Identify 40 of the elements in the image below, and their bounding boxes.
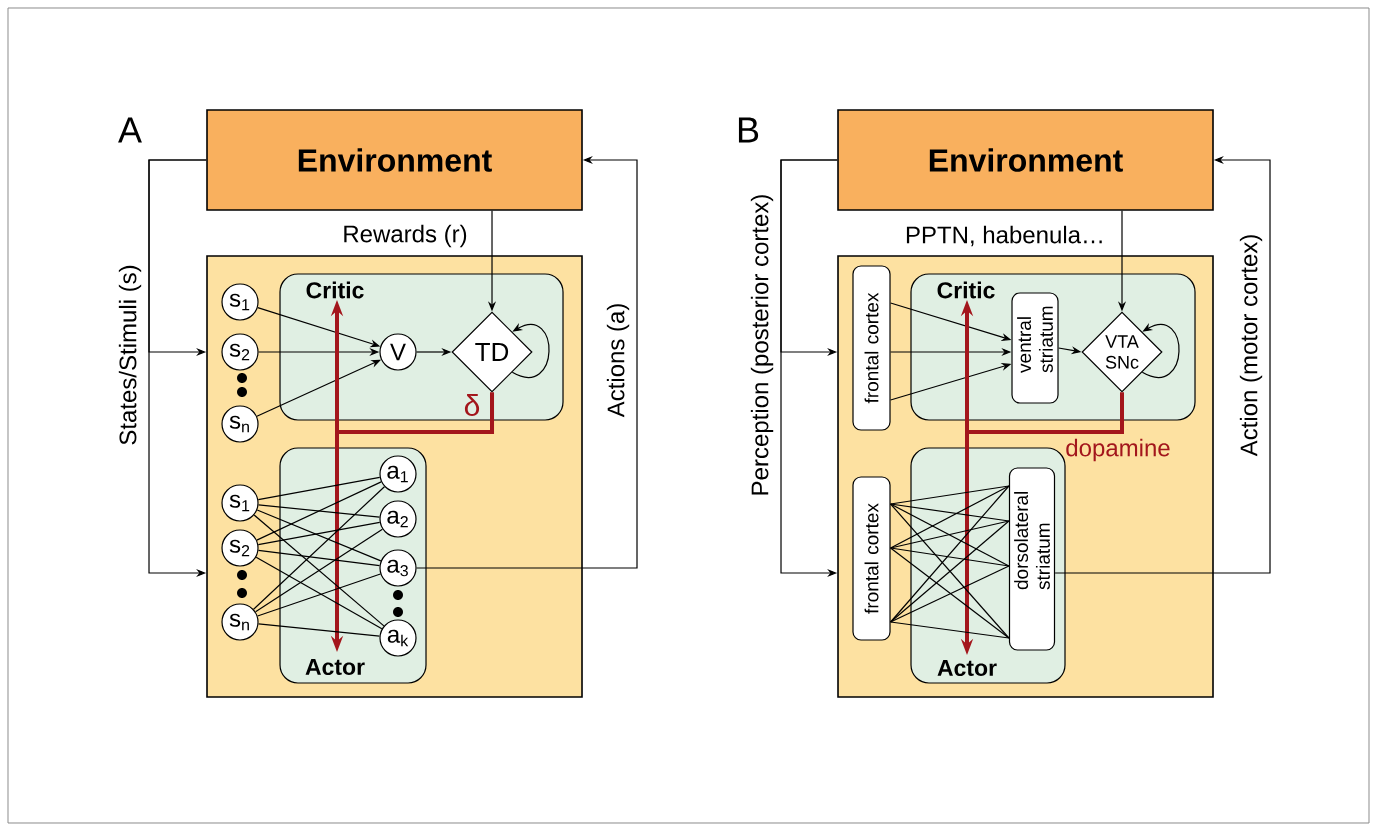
edge-label: Rewards (r) [344, 224, 467, 248]
connection-line [257, 521, 381, 546]
connection-line [890, 503, 1010, 567]
panel-label: B [738, 117, 759, 143]
environment-box: Environment [206, 109, 583, 211]
connection-line [255, 528, 384, 613]
connection-line [890, 485, 1010, 549]
connection-line [890, 547, 1010, 639]
connection-line [256, 481, 382, 541]
edge-label: PPTN, habenula… [906, 225, 1102, 247]
edge-label: Actions (a) [606, 304, 630, 418]
connection-line [255, 556, 383, 630]
region-box: dorsolateral striatum [1008, 467, 1056, 651]
connection-line [890, 503, 1010, 522]
connection-line [890, 503, 1010, 639]
connection-line [890, 520, 1010, 623]
connection-line [253, 486, 386, 610]
edge-label: δ [464, 394, 480, 416]
panel-label: A [118, 117, 142, 143]
edge-label: States/Stimuli (s) [118, 265, 142, 445]
connection-line [257, 549, 381, 567]
connection-line [257, 504, 381, 518]
environment-box: Environment [837, 109, 1214, 211]
edge-label: Action (motor cortex) [1239, 235, 1263, 457]
connection-line [257, 573, 381, 617]
edge-label: Perception (posterior cortex) [750, 195, 774, 495]
diamond-node: VTA SNc [1081, 311, 1163, 393]
region-box: ventral striatum [1011, 292, 1059, 404]
connection-line [890, 547, 1010, 567]
connection-line [890, 520, 1010, 549]
diamond-node: TD [451, 311, 533, 393]
connection-line [890, 565, 1010, 623]
connection-line [257, 476, 381, 501]
connection-line [256, 509, 382, 562]
region-box: frontal cortex [852, 265, 891, 431]
region-box: frontal cortex [852, 476, 891, 641]
connection-line [253, 514, 385, 627]
connection-line [890, 621, 1010, 639]
connection-line [257, 623, 381, 637]
edge-label: dopamine [1066, 438, 1170, 462]
